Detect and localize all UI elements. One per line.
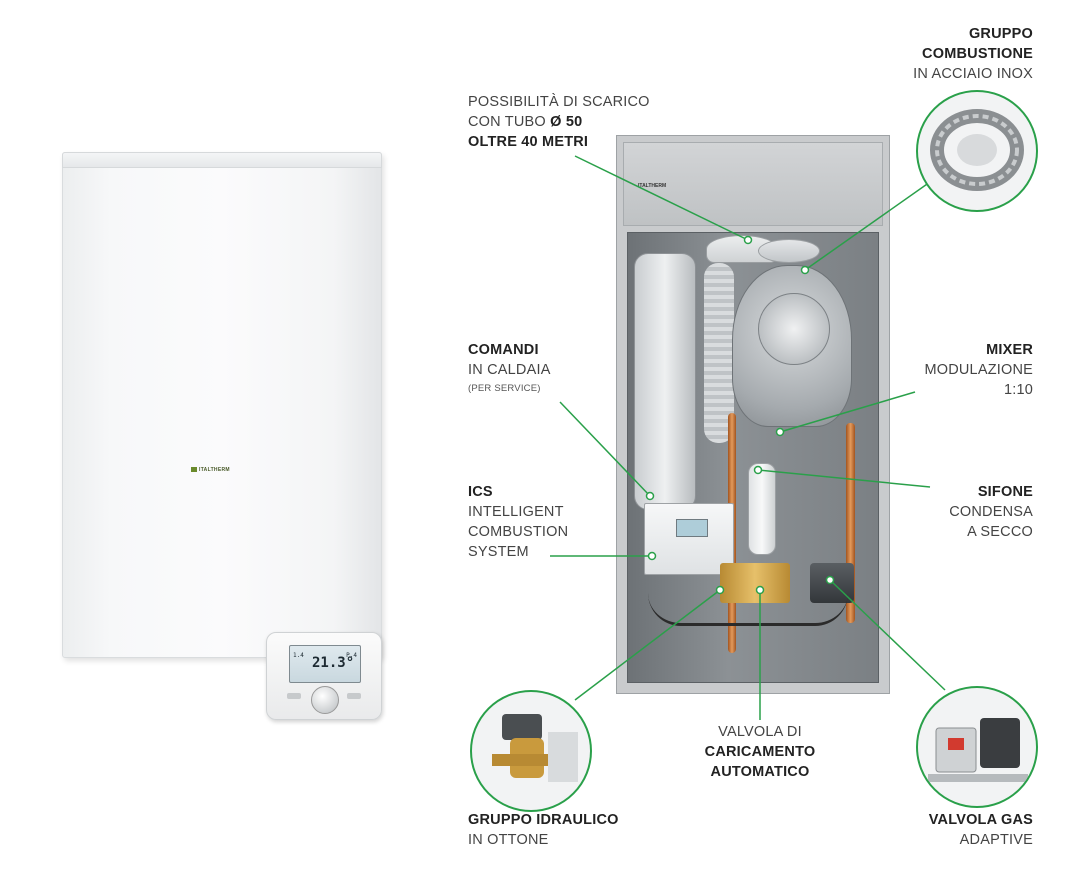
control-unit-screen <box>676 519 708 537</box>
label-sifone-sub2: A SECCO <box>967 524 1033 540</box>
label-idraulico-sub: IN OTTONE <box>468 832 549 848</box>
label-combustione-title1: GRUPPO <box>968 26 1033 42</box>
label-valvola-gas: VALVOLA GAS ADAPTIVE <box>929 810 1033 850</box>
stainless-coil-icon <box>930 109 1024 191</box>
label-combustione-sub: IN ACCIAIO INOX <box>913 66 1033 82</box>
boiler-open-interior: ITALTHERM <box>616 135 890 694</box>
label-mixer-sub1: MODULAZIONE <box>924 362 1033 378</box>
hydraulic-group <box>720 563 790 603</box>
label-comandi-note: (PER SERVICE) <box>468 383 541 394</box>
thermostat-button-right <box>347 693 361 699</box>
boiler-cavity <box>627 232 879 683</box>
label-comandi-sub: IN CALDAIA <box>468 362 551 378</box>
callout-combustion-coil <box>916 90 1038 212</box>
control-unit <box>644 503 734 575</box>
fan-unit <box>758 293 830 365</box>
brand-logo: ITALTHERM <box>191 467 230 473</box>
label-combustione: GRUPPO COMBUSTIONE IN ACCIAIO INOX <box>913 24 1033 84</box>
label-valvola-caricamento-line1: VALVOLA DI <box>718 724 802 740</box>
brand-logo-open: ITALTHERM <box>638 183 667 189</box>
thermostat-mode-right: P.4 <box>346 652 357 659</box>
label-scarico-line2: CON TUBO <box>468 114 546 130</box>
label-mixer-title: MIXER <box>986 342 1033 358</box>
label-valvola-caricamento: VALVOLA DI CARICAMENTO AUTOMATICO <box>690 722 830 782</box>
air-intake <box>758 239 820 263</box>
label-valvola-caricamento-title1: CARICAMENTO <box>704 744 816 760</box>
condensate-siphon <box>748 463 776 555</box>
wiring-harness <box>648 593 848 626</box>
room-thermostat: 1.4 P.4 21.3° <box>266 632 382 720</box>
thermostat-button-left <box>287 693 301 699</box>
label-valvola-caricamento-title2: AUTOMATICO <box>710 764 810 780</box>
boiler-front-closed: ITALTHERM <box>62 152 382 658</box>
brass-valve-icon <box>492 714 578 782</box>
expansion-vessel <box>634 253 696 510</box>
label-scarico-line1: POSSIBILITÀ DI SCARICO <box>468 94 650 110</box>
label-scarico: POSSIBILITÀ DI SCARICO CON TUBO Ø 50 OLT… <box>468 92 650 152</box>
gas-valve-icon <box>928 718 1028 782</box>
label-sifone: SIFONE CONDENSA A SECCO <box>949 482 1033 542</box>
label-ics-sub2: COMBUSTION <box>468 524 569 540</box>
label-scarico-line3: OLTRE 40 METRI <box>468 134 589 150</box>
copper-pipe-right <box>846 423 855 623</box>
label-ics: ICS INTELLIGENT COMBUSTION SYSTEM <box>468 482 568 562</box>
label-mixer: MIXER MODULAZIONE 1:10 <box>924 340 1033 400</box>
label-ics-sub1: INTELLIGENT <box>468 504 564 520</box>
thermostat-knob <box>311 686 339 714</box>
boiler-top-lip <box>62 152 382 168</box>
label-sifone-title: SIFONE <box>977 484 1033 500</box>
label-ics-sub3: SYSTEM <box>468 544 529 560</box>
thermostat-display: 1.4 P.4 21.3° <box>289 645 361 683</box>
callout-gas-valve <box>916 686 1038 808</box>
label-comandi-title: COMANDI <box>468 342 539 358</box>
label-combustione-title2: COMBUSTIONE <box>922 46 1033 62</box>
thermostat-temperature: 21.3° <box>312 655 355 671</box>
label-ics-title: ICS <box>468 484 493 500</box>
thermostat-mode-left: 1.4 <box>293 652 304 659</box>
label-valvola-gas-title: VALVOLA GAS <box>928 812 1033 828</box>
label-idraulico-title: GRUPPO IDRAULICO <box>468 812 619 828</box>
label-comandi: COMANDI IN CALDAIA (PER SERVICE) <box>468 340 551 398</box>
callout-hydraulic-group <box>470 690 592 812</box>
label-valvola-gas-sub: ADAPTIVE <box>959 832 1033 848</box>
label-mixer-sub2: 1:10 <box>1003 382 1033 398</box>
label-sifone-sub1: CONDENSA <box>949 504 1033 520</box>
boiler-top-panel: ITALTHERM <box>623 142 883 226</box>
label-scarico-diameter: Ø 50 <box>550 114 583 130</box>
label-idraulico: GRUPPO IDRAULICO IN OTTONE <box>468 810 619 850</box>
